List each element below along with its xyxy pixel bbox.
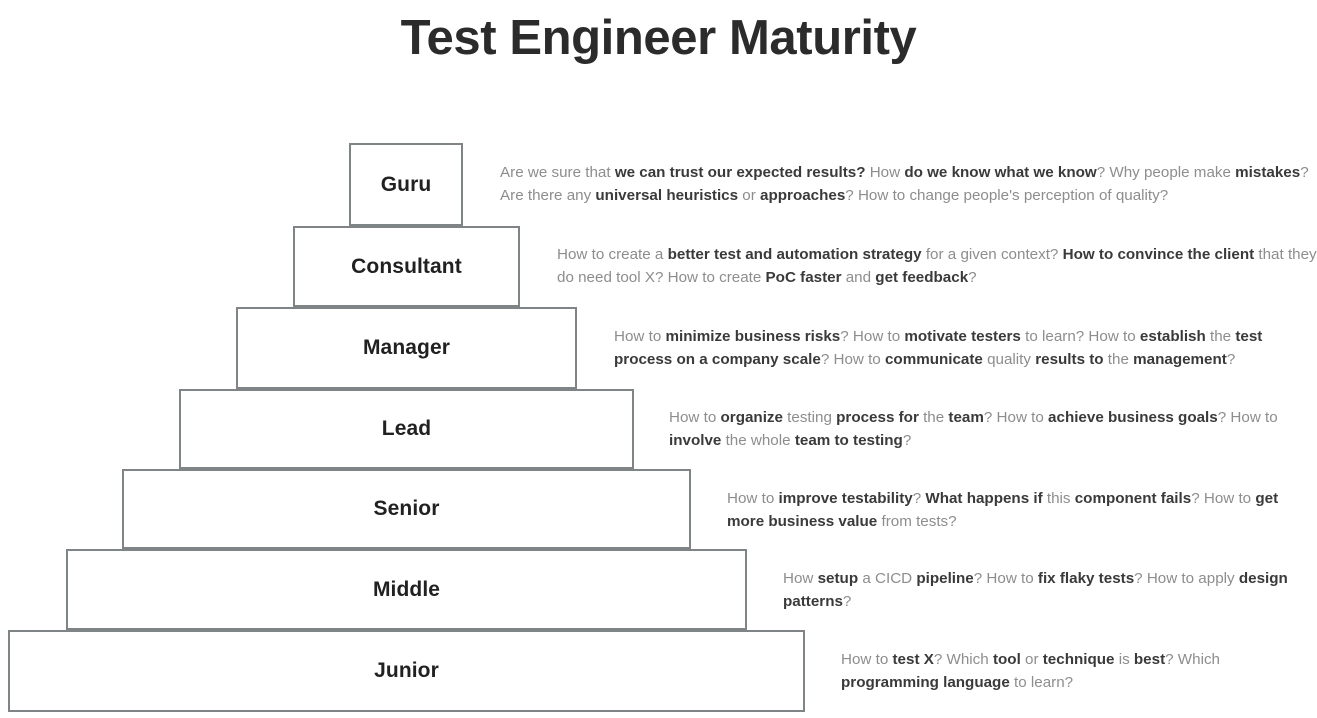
emphasis-text: motivate testers — [904, 328, 1021, 345]
emphasis-text: process for — [836, 409, 919, 426]
emphasis-text: approaches — [760, 186, 846, 204]
body-text: ? — [1226, 350, 1236, 368]
body-text: How to create a — [557, 246, 668, 263]
body-text: ? How to — [1191, 490, 1256, 507]
emphasis-text: test process on a company scale — [614, 328, 1263, 368]
pyramid-level-box-manager[interactable]: Manager — [236, 307, 577, 389]
pyramid-level-label-consultant: Consultant — [351, 254, 462, 278]
pyramid-level-box-middle[interactable]: Middle — [66, 549, 747, 630]
pyramid-level-box-guru[interactable]: Guru — [349, 143, 463, 226]
emphasis-text: management — [1133, 350, 1227, 368]
pyramid-level-description-guru: Are we sure that we can trust our expect… — [500, 162, 1317, 207]
emphasis-text: results to — [1035, 350, 1104, 368]
emphasis-text: minimize business risks — [665, 328, 841, 345]
body-text: quality — [982, 350, 1036, 368]
body-text: How to — [669, 409, 721, 426]
emphasis-text: component fails — [1074, 490, 1192, 507]
body-text: or — [738, 186, 761, 204]
emphasis-text: communicate — [884, 350, 983, 368]
emphasis-text: achieve business goals — [1048, 409, 1218, 426]
body-text: ? — [902, 431, 912, 449]
emphasis-text: technique — [1042, 651, 1115, 668]
body-text: the — [1205, 328, 1236, 345]
pyramid-level-description-senior: How to improve testability? What happens… — [727, 488, 1317, 533]
body-text: ? How to — [973, 570, 1038, 587]
emphasis-text: establish — [1139, 328, 1206, 345]
pyramid-level-box-junior[interactable]: Junior — [8, 630, 805, 712]
emphasis-text: test X — [892, 651, 934, 668]
pyramid-level-label-lead: Lead — [381, 417, 432, 440]
emphasis-text: How to convince the client — [1062, 246, 1255, 263]
emphasis-text: setup — [817, 570, 859, 587]
pyramid-level-label-middle: Middle — [372, 577, 441, 601]
emphasis-text: team — [948, 409, 984, 426]
emphasis-text: improve testability — [778, 490, 913, 507]
pyramid-level-label-senior: Senior — [373, 497, 440, 520]
emphasis-text: team to testing — [794, 431, 903, 449]
body-text: a CICD — [858, 570, 917, 587]
pyramid-level-label-junior: Junior — [374, 659, 439, 682]
body-text: ? How to — [840, 328, 905, 345]
pyramid-level-description-lead: How to organize testing process for the … — [669, 407, 1317, 452]
body-text: How to — [727, 490, 779, 507]
pyramid-level-description-manager: How to minimize business risks? How to m… — [614, 326, 1317, 371]
body-text: How to — [841, 651, 893, 668]
body-text: ? Are there any — [500, 164, 1309, 204]
emphasis-text: universal heuristics — [595, 186, 739, 204]
emphasis-text: do we know what we know — [904, 164, 1097, 181]
emphasis-text: involve — [669, 431, 722, 449]
body-text: How — [783, 570, 818, 587]
pyramid-level-box-consultant[interactable]: Consultant — [293, 226, 520, 307]
body-text: that they do need tool X? How to create — [557, 246, 1317, 286]
body-text: ? How to — [1217, 409, 1278, 426]
body-text: ? — [912, 490, 926, 507]
body-text: is — [1114, 651, 1134, 668]
body-text: and — [841, 268, 876, 286]
pyramid-level-label-manager: Manager — [362, 336, 451, 359]
emphasis-text: tool — [992, 651, 1021, 668]
body-text: ? Why people make — [1096, 164, 1236, 181]
body-text: ? How to — [820, 350, 885, 368]
body-text: to learn? How to — [1020, 328, 1140, 345]
body-text: ? — [968, 268, 977, 286]
pyramid-level-box-lead[interactable]: Lead — [179, 389, 634, 469]
page-title: Test Engineer Maturity — [400, 11, 917, 65]
body-text: or — [1020, 651, 1043, 668]
body-text: to learn? — [1009, 673, 1074, 691]
emphasis-text: programming language — [841, 673, 1010, 691]
body-text: How to — [614, 328, 666, 345]
emphasis-text: better test and automation strategy — [667, 246, 922, 263]
emphasis-text: get more business value — [727, 490, 1279, 530]
pyramid-level-description-middle: How setup a CICD pipeline? How to fix fl… — [783, 568, 1317, 613]
body-text: How — [865, 164, 905, 181]
body-text: ? Which — [1165, 651, 1221, 668]
emphasis-text: What happens if — [925, 490, 1043, 507]
pyramid-level-box-senior[interactable]: Senior — [122, 469, 691, 549]
body-text: ? — [842, 592, 852, 610]
body-text: for a given context? — [921, 246, 1063, 263]
body-text: the — [918, 409, 949, 426]
emphasis-text: design patterns — [783, 570, 1288, 610]
pyramid-level-description-junior: How to test X? Which tool or technique i… — [841, 649, 1317, 694]
emphasis-text: get feedback — [875, 268, 969, 286]
body-text: the — [1103, 350, 1134, 368]
body-text: this — [1042, 490, 1075, 507]
body-text: from tests? — [877, 512, 957, 530]
emphasis-text: we can trust our expected results? — [614, 164, 866, 181]
body-text: the whole — [721, 431, 795, 449]
emphasis-text: pipeline — [916, 570, 974, 587]
body-text: ? How to — [983, 409, 1049, 426]
emphasis-text: PoC faster — [765, 268, 842, 286]
pyramid-level-description-consultant: How to create a better test and automati… — [557, 244, 1317, 289]
body-text: testing — [782, 409, 837, 426]
pyramid-level-label-guru: Guru — [380, 172, 432, 196]
emphasis-text: fix flaky tests — [1037, 570, 1135, 587]
body-text: ? How to apply — [1134, 570, 1239, 587]
emphasis-text: best — [1133, 651, 1166, 668]
body-text: ? Which — [933, 651, 993, 668]
emphasis-text: mistakes — [1235, 164, 1301, 181]
body-text: ? How to change people's perception of q… — [845, 186, 1169, 204]
body-text: Are we sure that — [500, 164, 615, 181]
emphasis-text: organize — [720, 409, 783, 426]
